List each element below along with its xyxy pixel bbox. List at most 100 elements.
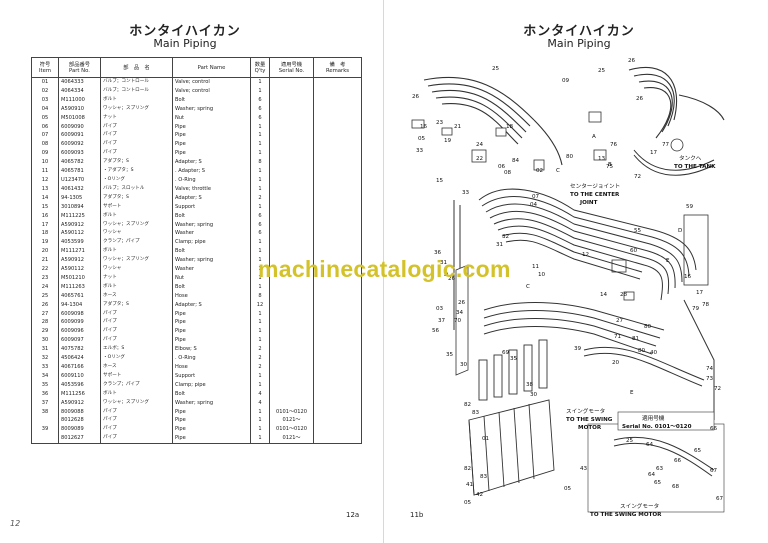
item-cell: 39 xyxy=(31,425,59,435)
name-jp-cell: ・Oリング xyxy=(100,175,173,185)
callout-number: 21 xyxy=(454,124,462,130)
item-cell: 11 xyxy=(31,167,59,176)
remarks-cell xyxy=(313,113,362,123)
qty-cell: 1 xyxy=(250,131,270,141)
item-cell: 37 xyxy=(31,398,59,408)
remarks-cell xyxy=(313,256,362,266)
column-header-serial: 適用号機 Serial No. xyxy=(269,57,314,78)
remarks-cell xyxy=(313,220,362,230)
remarks-cell xyxy=(313,211,362,221)
remarks-cell xyxy=(313,122,362,132)
part-name-cell: Valve; control xyxy=(172,77,251,87)
callout-number: 19 xyxy=(444,138,452,144)
callout-number: 80 xyxy=(638,348,646,354)
diagram-title-japanese: ホンタイハイカン xyxy=(523,24,635,39)
item-cell: 12 xyxy=(31,175,59,185)
fittings xyxy=(411,111,709,301)
item-cell: 36 xyxy=(31,389,59,399)
item-cell: 01 xyxy=(31,77,59,87)
part-no-cell: 8012627 xyxy=(58,434,101,445)
item-cell: 20 xyxy=(31,247,59,257)
callout-number: 01 xyxy=(482,436,490,442)
part-no-cell: 6009097 xyxy=(58,336,101,346)
callout-number: 80 xyxy=(566,154,574,160)
item-cell: 18 xyxy=(31,229,59,239)
part-no-cell: 94-1304 xyxy=(58,300,101,310)
column-header-name-jp: 部 品 名 xyxy=(100,57,173,78)
remarks-cell xyxy=(313,363,362,372)
qty-cell: 2 xyxy=(250,193,270,203)
callout-number: 63 xyxy=(656,466,664,472)
callout-number: 59 xyxy=(686,204,694,210)
remarks-cell xyxy=(313,184,362,194)
left-bracket xyxy=(455,264,469,376)
remarks-cell xyxy=(313,407,362,417)
name-jp-cell: パイプ xyxy=(100,327,173,337)
callout-number: 09 xyxy=(562,78,570,84)
callout-number: A xyxy=(592,134,596,140)
part-no-cell: 4065782 xyxy=(58,158,101,168)
item-cell: 16 xyxy=(31,211,59,221)
serial-cell xyxy=(269,318,314,328)
remarks-cell xyxy=(313,131,362,141)
part-name-cell: Washer; spring xyxy=(172,220,251,230)
callout-number: 67 xyxy=(716,496,724,502)
callout-number: 66 xyxy=(710,426,718,432)
part-name-cell: Adapter; S xyxy=(172,193,251,203)
serial-cell: 0101～0120 xyxy=(269,425,314,435)
callout-number: 17 xyxy=(696,290,704,296)
qty-cell: 8 xyxy=(250,158,270,168)
callout-number: 65 xyxy=(694,448,702,454)
remarks-cell xyxy=(313,247,362,257)
callout-number: 56 xyxy=(432,328,440,334)
name-jp-cell: ワッシャ；スプリング xyxy=(100,256,173,266)
serial-cell xyxy=(269,354,314,363)
header-part-name-text: Part Name xyxy=(197,64,226,71)
callout-number: 05 xyxy=(418,136,426,142)
name-jp-cell: パイプ xyxy=(100,131,173,141)
callout-number: C xyxy=(526,284,530,290)
serial-cell xyxy=(269,149,314,159)
part-no-cell: 4506424 xyxy=(58,354,101,363)
name-jp-cell: ナット xyxy=(100,113,173,123)
callout-number: 05 xyxy=(564,486,572,492)
callout-number: 26 xyxy=(448,276,456,282)
serial-cell xyxy=(269,122,314,132)
serial-note-jp: 適用号機 xyxy=(642,414,665,422)
part-no-cell: 4065761 xyxy=(58,291,101,301)
part-no-cell: A590912 xyxy=(58,256,101,266)
name-jp-cell: ・Oリング xyxy=(100,354,173,363)
part-name-cell: Pipe xyxy=(172,327,251,337)
item-cell: 29 xyxy=(31,327,59,337)
part-name-cell: Pipe xyxy=(172,407,251,417)
name-jp-cell: バルブ；コントロール xyxy=(100,86,173,96)
part-name-cell: Bolt xyxy=(172,247,251,257)
part-no-cell: 3010894 xyxy=(58,202,101,212)
part-no-cell: 6009092 xyxy=(58,140,101,150)
part-no-cell: 4065781 xyxy=(58,167,101,176)
qty-cell: 1 xyxy=(250,86,270,96)
remarks-cell xyxy=(313,318,362,328)
remarks-cell xyxy=(313,149,362,159)
item-cell: 23 xyxy=(31,273,59,283)
item-cell: 34 xyxy=(31,371,59,381)
callout-number: 05 xyxy=(464,500,472,506)
diagram-page: ホンタイハイカン Main Piping 11b xyxy=(384,0,768,543)
corner-mark: 12 xyxy=(10,519,21,528)
part-no-cell: 8012628 xyxy=(58,416,101,426)
name-jp-cell: パイプ xyxy=(100,336,173,346)
page-divider xyxy=(383,0,384,543)
serial-cell xyxy=(269,211,314,221)
serial-cell xyxy=(269,220,314,230)
qty-cell: 1 xyxy=(250,309,270,319)
callout-number: C xyxy=(556,168,560,174)
qty-cell: 4 xyxy=(250,398,270,408)
